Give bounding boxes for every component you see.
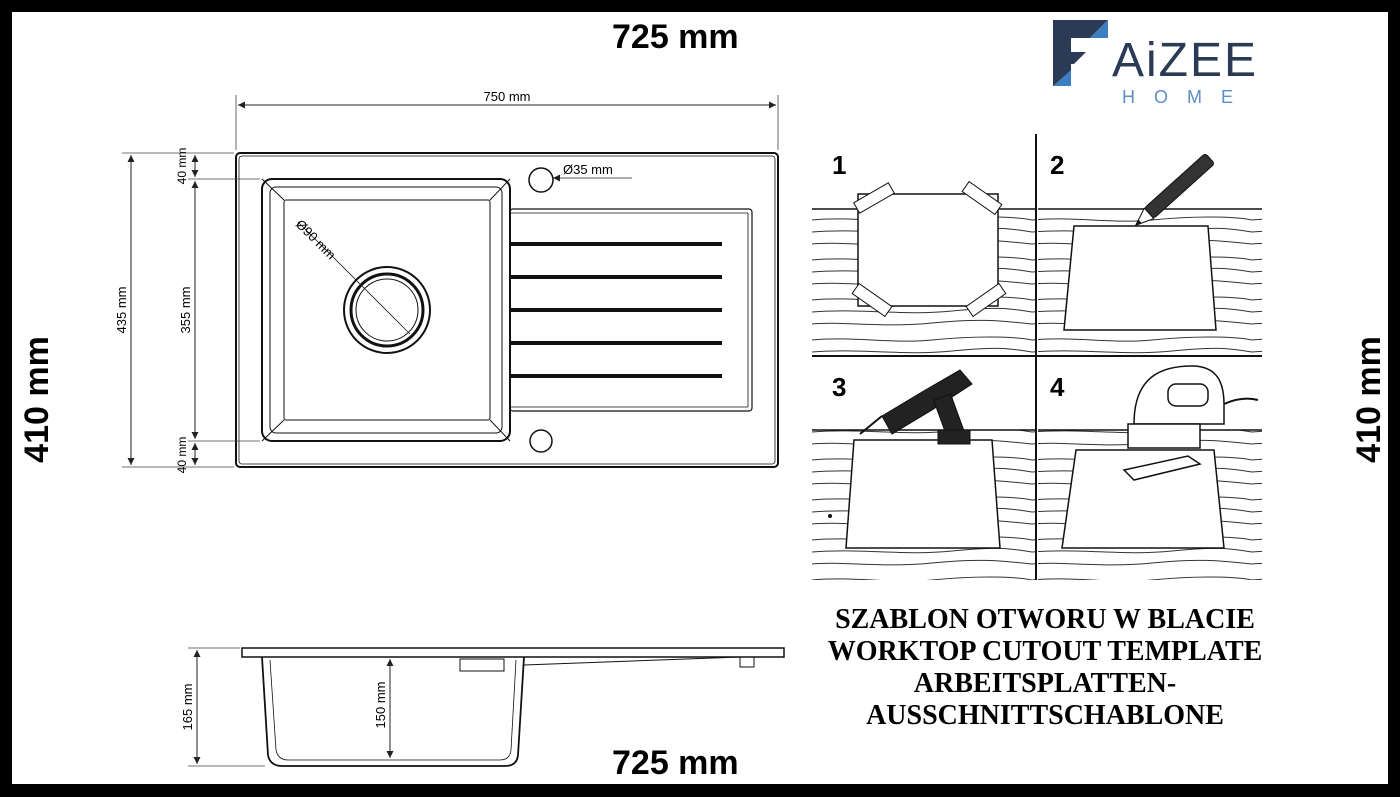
step-3-number: 3	[832, 372, 846, 402]
title-line-german-2: AUSSCHNITTSCHABLONE	[866, 700, 1224, 731]
title-line-polish: SZABLON OTWORU W BLACIE	[835, 604, 1255, 635]
logo-accent-lower-icon	[1053, 70, 1071, 86]
bowl-profile	[261, 656, 525, 767]
drill-icon	[859, 369, 973, 445]
tap-hole-icon	[528, 167, 554, 193]
worktop-rim	[241, 647, 785, 658]
drainer-grooves	[510, 242, 722, 378]
step-4-number: 4	[1050, 372, 1065, 402]
step-2-mark-outline: 2	[1038, 150, 1262, 354]
title-line-german-1: ARBEITSPLATTEN-	[913, 668, 1177, 699]
step-4-saw-cutout: 4	[1038, 365, 1262, 580]
logo-brand-text: AiZEE	[1112, 34, 1258, 87]
overflow-hole-icon	[529, 429, 553, 453]
bottom-cutout-width-label: 725 mm	[612, 744, 739, 782]
top-margin-label: 40 mm	[175, 148, 189, 185]
sink-side-view-drawing: 165 mm 150 mm	[180, 647, 785, 767]
tap-hole-label: Ø35 mm	[563, 162, 613, 177]
bowl-height-label: 355 mm	[178, 287, 193, 334]
title-line-english: WORKTOP CUTOUT TEMPLATE	[827, 636, 1263, 667]
height-dimension-label: 435 mm	[114, 287, 129, 334]
logo-f-mark-icon	[1053, 20, 1108, 86]
jigsaw-icon	[1122, 365, 1259, 481]
cutout-template-title: SZABLON OTWORU W BLACIE WORKTOP CUTOUT T…	[790, 604, 1300, 732]
faizee-home-logo: AiZEE HOME	[1030, 14, 1328, 120]
drain-outer-icon	[343, 266, 431, 354]
drain-diameter-leader	[297, 221, 411, 335]
installation-steps-panel: 1 2 3	[812, 134, 1262, 584]
pencil-icon	[1134, 153, 1214, 227]
top-cutout-width-label: 725 mm	[612, 18, 739, 56]
drain-diameter-label: Ø90 mm	[293, 217, 339, 263]
bottom-margin-label: 40 mm	[175, 437, 189, 474]
sink-outline	[235, 152, 779, 468]
step-3-drill-holes: 3	[812, 369, 1035, 580]
bowl-depth-label: 150 mm	[373, 682, 388, 729]
width-dimension-label: 750 mm	[484, 89, 531, 104]
step-1-tape-template: 1	[812, 150, 1035, 354]
step-1-number: 1	[832, 150, 846, 180]
total-depth-label: 165 mm	[180, 684, 195, 731]
logo-accent-icon	[1090, 20, 1108, 38]
logo-sub-text: HOME	[1122, 87, 1252, 107]
right-cutout-height-label: 410 mm	[1349, 336, 1388, 463]
sink-top-view-drawing: 750 mm Ø90 mm	[114, 89, 779, 474]
step-2-number: 2	[1050, 150, 1064, 180]
